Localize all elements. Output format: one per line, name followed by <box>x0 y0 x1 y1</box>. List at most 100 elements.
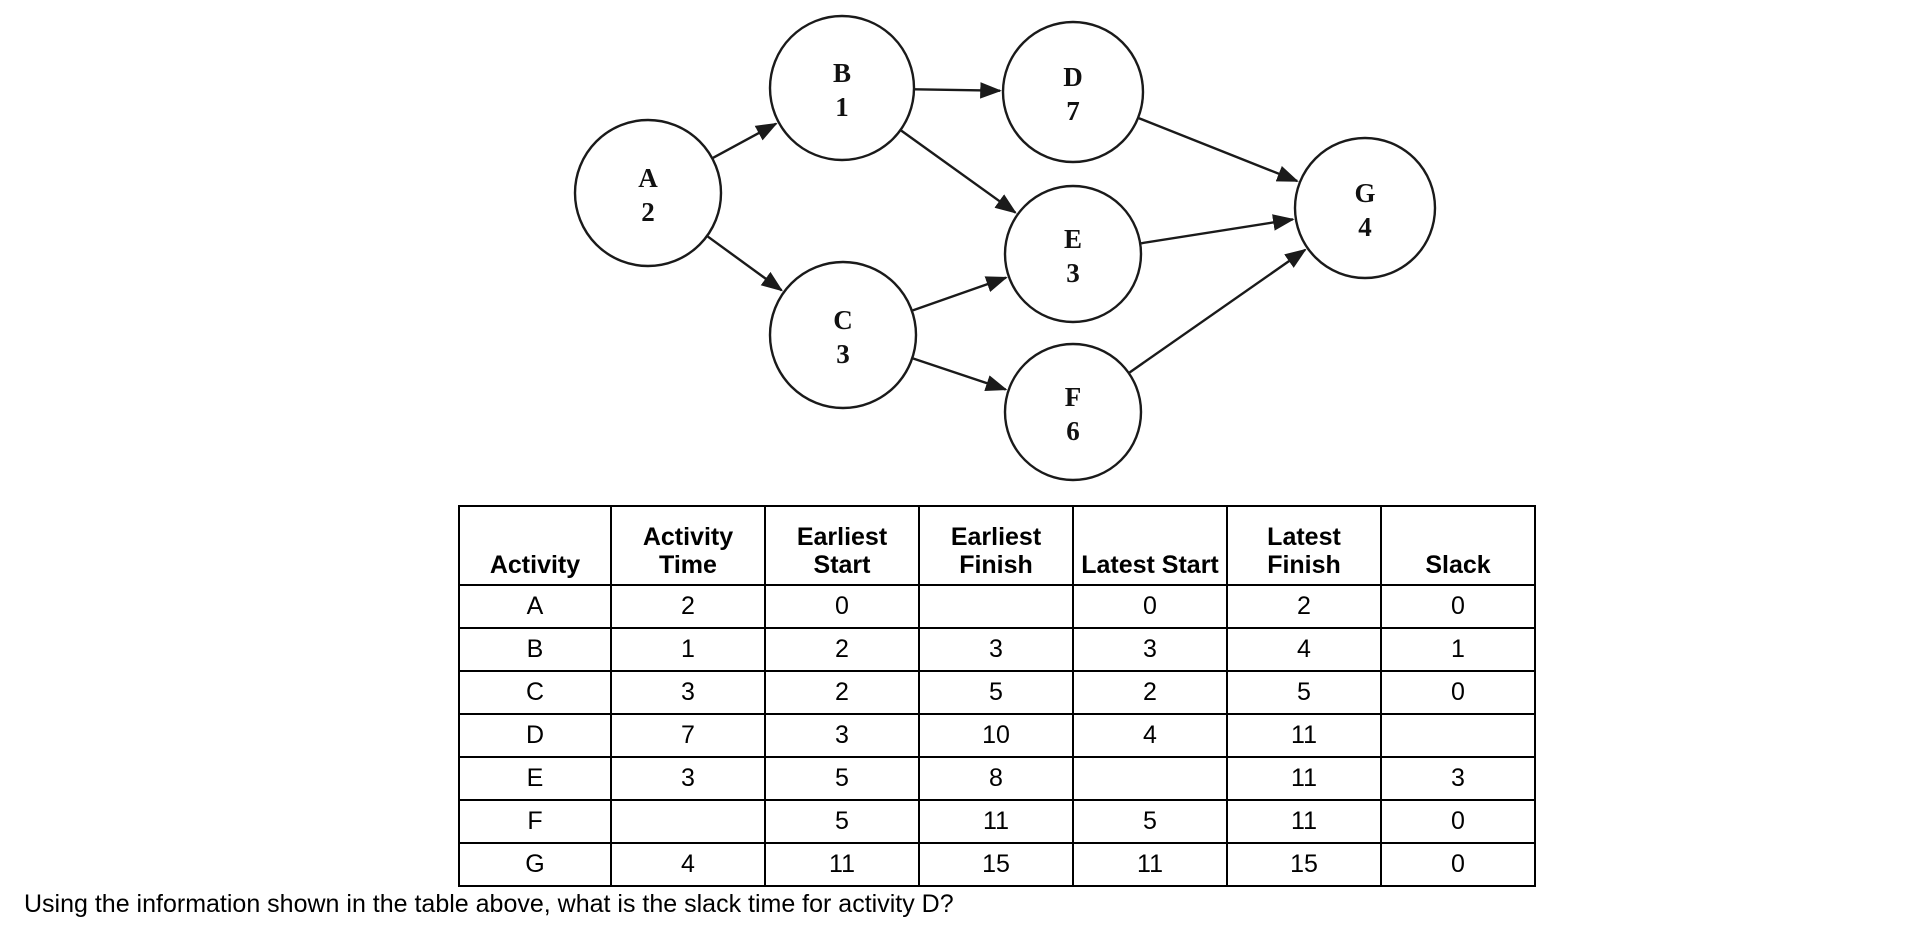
edge-f-to-g <box>1128 248 1307 374</box>
node-duration-b: 1 <box>835 92 849 122</box>
column-header-line1: Earliest <box>796 523 888 551</box>
column-header-line1: Latest <box>1267 523 1341 551</box>
cell-earliest-start: 11 <box>764 842 920 887</box>
cell-slack: 0 <box>1380 799 1536 844</box>
cell-earliest-start: 3 <box>764 713 920 758</box>
cell-slack: 3 <box>1380 756 1536 801</box>
cell-earliest-start: 5 <box>764 756 920 801</box>
cell-activity: D <box>458 713 612 758</box>
cell-activity-time: 3 <box>610 670 766 715</box>
cell-activity-time <box>610 799 766 844</box>
node-duration-d: 7 <box>1066 96 1080 126</box>
cell-latest-start: 11 <box>1072 842 1228 887</box>
column-header-line2: Activity <box>489 551 581 579</box>
cell-earliest-start: 2 <box>764 670 920 715</box>
node-label-g: G <box>1354 178 1375 208</box>
cell-slack: 0 <box>1380 670 1536 715</box>
cell-activity-time: 7 <box>610 713 766 758</box>
edge-e-to-g <box>1140 214 1295 245</box>
node-label-f: F <box>1065 382 1082 412</box>
edge-b-to-e <box>900 129 1017 214</box>
edge-d-to-g <box>1138 117 1299 183</box>
node-duration-g: 4 <box>1358 212 1372 242</box>
column-header: Slack <box>1380 505 1536 586</box>
cell-activity: C <box>458 670 612 715</box>
column-header-line2: Finish <box>959 551 1033 579</box>
cell-earliest-finish: 8 <box>918 756 1074 801</box>
cell-latest-finish: 5 <box>1226 670 1382 715</box>
column-header-line2: Time <box>659 551 717 579</box>
edge-a-to-b <box>712 122 778 159</box>
node-duration-a: 2 <box>641 197 655 227</box>
node-label-d: D <box>1063 62 1083 92</box>
cell-latest-finish: 11 <box>1226 756 1382 801</box>
column-header: Activity <box>458 505 612 586</box>
cell-activity: G <box>458 842 612 887</box>
node-circle-f <box>1003 342 1143 482</box>
node-e: E3 <box>1003 184 1143 324</box>
cell-latest-start: 2 <box>1072 670 1228 715</box>
cell-activity-time: 1 <box>610 627 766 672</box>
column-header-line2: Start <box>813 551 871 579</box>
node-g: G4 <box>1293 136 1437 280</box>
cell-earliest-start: 0 <box>764 584 920 629</box>
cell-earliest-start: 2 <box>764 627 920 672</box>
node-circle-d <box>1001 20 1145 164</box>
node-c: C3 <box>768 260 918 410</box>
node-circle-a <box>573 118 723 268</box>
cell-activity: B <box>458 627 612 672</box>
node-label-a: A <box>638 163 658 193</box>
column-header-line1: Earliest <box>950 523 1042 551</box>
cell-latest-start: 0 <box>1072 584 1228 629</box>
node-f: F6 <box>1003 342 1143 482</box>
cell-latest-start: 4 <box>1072 713 1228 758</box>
cell-activity: A <box>458 584 612 629</box>
cell-earliest-finish: 10 <box>918 713 1074 758</box>
node-a: A2 <box>573 118 723 268</box>
node-duration-f: 6 <box>1066 416 1080 446</box>
cell-earliest-finish: 11 <box>918 799 1074 844</box>
edges-layer <box>707 82 1307 392</box>
cell-latest-start: 5 <box>1072 799 1228 844</box>
edge-b-to-d <box>914 82 1002 99</box>
node-label-c: C <box>833 305 853 335</box>
cell-activity-time: 3 <box>610 756 766 801</box>
cell-earliest-finish: 15 <box>918 842 1074 887</box>
cell-latest-finish: 4 <box>1226 627 1382 672</box>
node-duration-c: 3 <box>836 339 850 369</box>
node-circle-g <box>1293 136 1437 280</box>
cell-activity: F <box>458 799 612 844</box>
cell-latest-finish: 2 <box>1226 584 1382 629</box>
cell-activity-time: 2 <box>610 584 766 629</box>
node-circle-e <box>1003 184 1143 324</box>
node-label-e: E <box>1064 224 1082 254</box>
node-d: D7 <box>1001 20 1145 164</box>
cell-activity-time: 4 <box>610 842 766 887</box>
cell-latest-finish: 11 <box>1226 799 1382 844</box>
column-header-line1: Activity <box>642 523 734 551</box>
cell-activity: E <box>458 756 612 801</box>
node-circle-b <box>768 14 916 162</box>
cell-earliest-finish: 3 <box>918 627 1074 672</box>
node-b: B1 <box>768 14 916 162</box>
node-circle-c <box>768 260 918 410</box>
cell-slack: 0 <box>1380 842 1536 887</box>
cell-earliest-finish: 5 <box>918 670 1074 715</box>
node-label-b: B <box>833 58 851 88</box>
column-header-line2: Finish <box>1267 551 1341 579</box>
